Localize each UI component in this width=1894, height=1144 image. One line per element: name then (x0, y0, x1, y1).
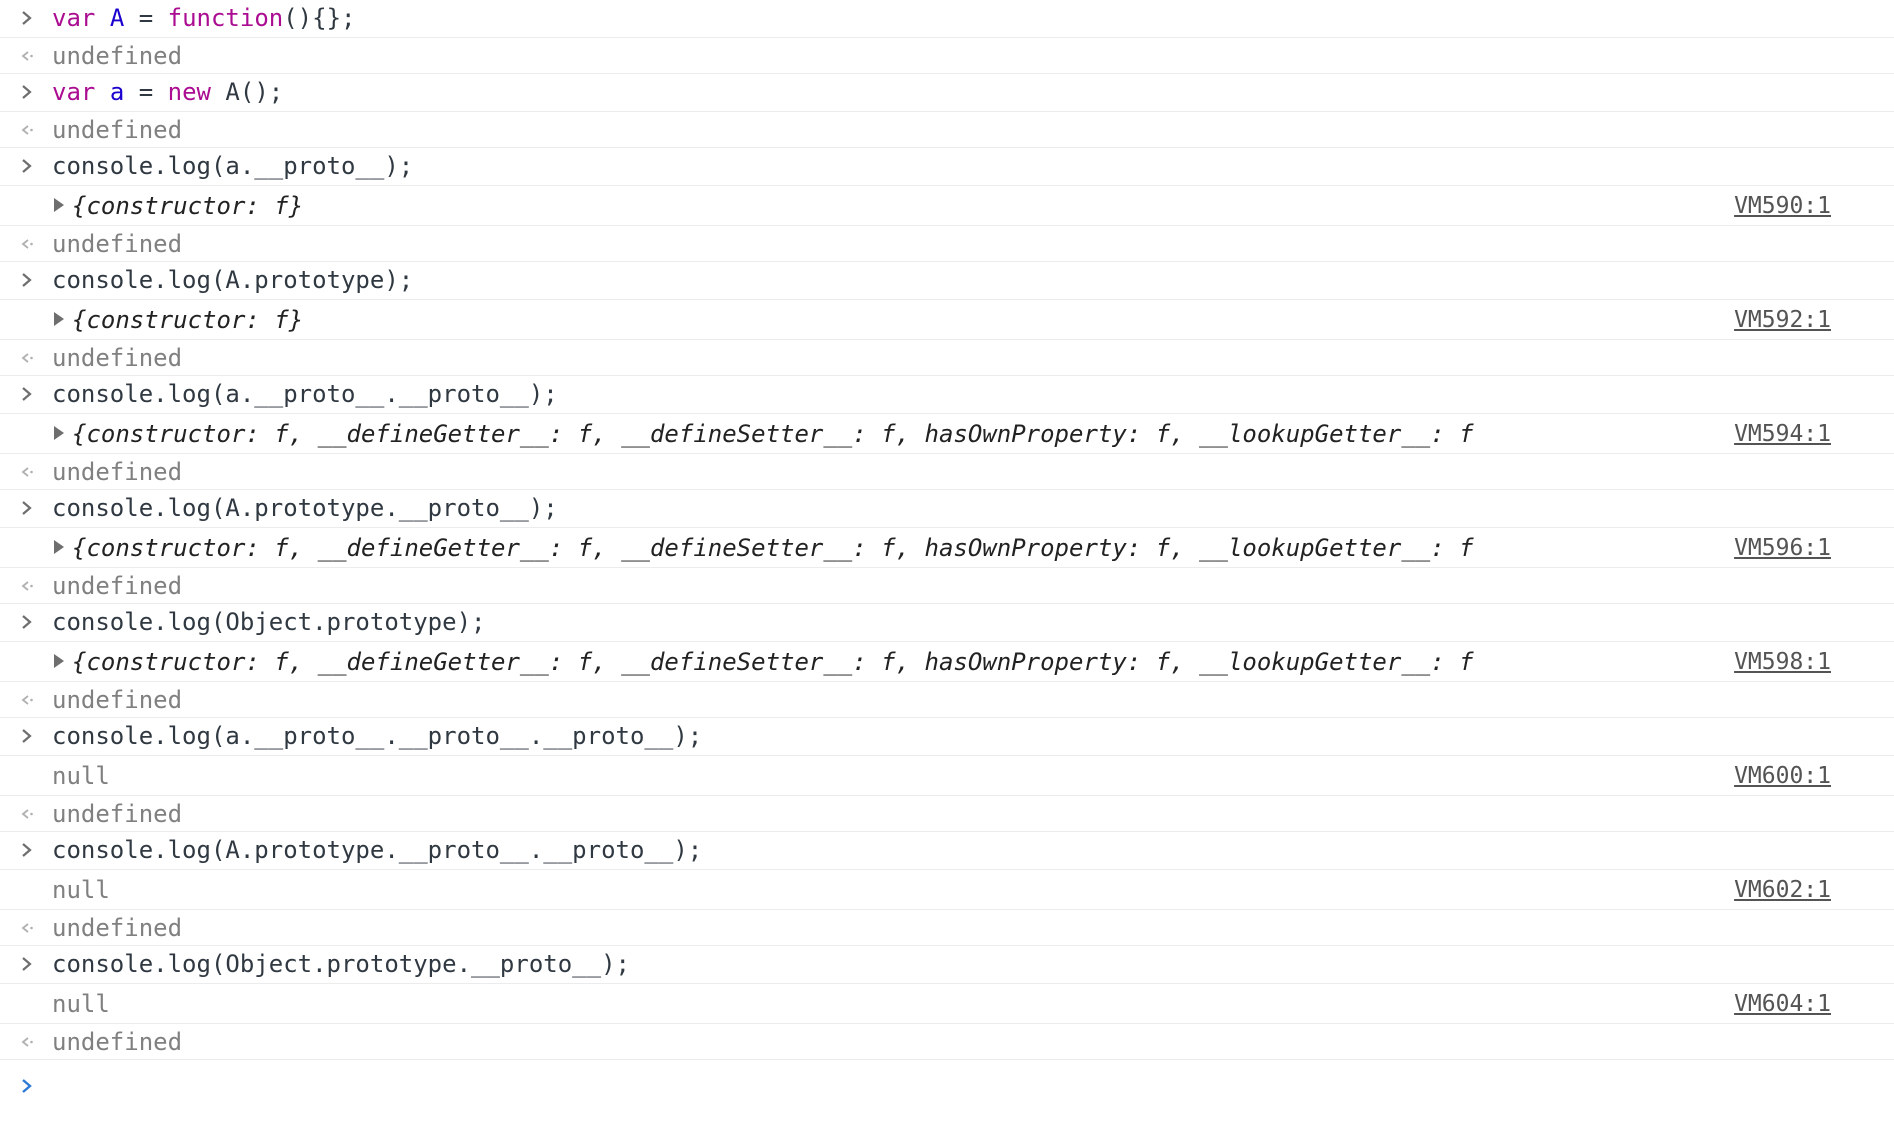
expand-triangle-icon[interactable] (54, 426, 64, 440)
object-preview-text: {constructor: f} (72, 192, 304, 220)
object-preview-text: {constructor: f, __defineGetter__: f, __… (72, 648, 1474, 676)
source-link[interactable]: VM594:1 (1734, 421, 1831, 447)
console-log-entry: {constructor: f, __defineGetter__: f, __… (0, 414, 1894, 454)
chevron-right-icon (16, 832, 38, 868)
return-arrow-icon (16, 112, 38, 148)
object-preview-text: {constructor: f, __defineGetter__: f, __… (72, 534, 1474, 562)
log-null-value: null (52, 876, 110, 904)
return-arrow-icon (16, 454, 38, 490)
expand-triangle-icon[interactable] (54, 540, 64, 554)
input-code: console.log(a.__proto__); (52, 152, 414, 180)
log-object-preview[interactable]: {constructor: f} (54, 186, 1474, 226)
console-result-entry: undefined (0, 682, 1894, 718)
console-input-entry: console.log(A.prototype.__proto__); (0, 490, 1894, 528)
console-input-entry: console.log(a.__proto__); (0, 148, 1894, 186)
log-null-value: null (52, 990, 110, 1018)
chevron-right-icon (16, 0, 38, 36)
log-null-value: null (52, 762, 110, 790)
return-arrow-icon (16, 226, 38, 262)
result-value: undefined (52, 800, 183, 828)
console-result-entry: undefined (0, 454, 1894, 490)
input-code: console.log(A.prototype); (52, 266, 414, 294)
return-arrow-icon (16, 568, 38, 604)
log-object-preview[interactable]: {constructor: f, __defineGetter__: f, __… (54, 414, 1474, 454)
return-arrow-icon (16, 796, 38, 832)
source-link[interactable]: VM600:1 (1734, 763, 1831, 789)
console-log-entry: {constructor: f, __defineGetter__: f, __… (0, 528, 1894, 568)
result-value: undefined (52, 572, 183, 600)
source-link[interactable]: VM592:1 (1734, 307, 1831, 333)
input-code: console.log(Object.prototype.__proto__); (52, 950, 630, 978)
result-value: undefined (52, 116, 183, 144)
chevron-right-icon (16, 946, 38, 982)
expand-triangle-icon[interactable] (54, 312, 64, 326)
return-arrow-icon (16, 682, 38, 718)
input-code: var a = new A(); (52, 78, 284, 106)
result-value: undefined (52, 458, 183, 486)
result-value: undefined (52, 344, 183, 372)
log-object-preview[interactable]: {constructor: f, __defineGetter__: f, __… (54, 528, 1474, 568)
console-input-entry: console.log(A.prototype); (0, 262, 1894, 300)
console-result-entry: undefined (0, 226, 1894, 262)
console-result-entry: undefined (0, 910, 1894, 946)
console-messages: var A = function(){}; undefined var a = ne… (0, 0, 1894, 1060)
result-value: undefined (52, 1028, 183, 1056)
console-result-entry: undefined (0, 38, 1894, 74)
console-input-entry: var A = function(){}; (0, 0, 1894, 38)
input-code: console.log(Object.prototype); (52, 608, 486, 636)
result-value: undefined (52, 914, 183, 942)
source-link[interactable]: VM590:1 (1734, 193, 1831, 219)
chevron-right-icon (16, 490, 38, 526)
input-code: console.log(A.prototype.__proto__.__prot… (52, 836, 703, 864)
console-prompt-row[interactable] (0, 1060, 1894, 1120)
console-result-entry: undefined (0, 1024, 1894, 1060)
console-log-entry: null VM602:1 (0, 870, 1894, 910)
object-preview-text: {constructor: f} (72, 306, 304, 334)
console-log-entry: {constructor: f, __defineGetter__: f, __… (0, 642, 1894, 682)
console-input-entry: console.log(a.__proto__.__proto__.__prot… (0, 718, 1894, 756)
console-log-entry: null VM600:1 (0, 756, 1894, 796)
input-code: var A = function(){}; (52, 4, 356, 32)
input-code: console.log(a.__proto__.__proto__.__prot… (52, 722, 703, 750)
input-code: console.log(A.prototype.__proto__); (52, 494, 558, 522)
source-link[interactable]: VM604:1 (1734, 991, 1831, 1017)
source-link[interactable]: VM598:1 (1734, 649, 1831, 675)
source-link[interactable]: VM596:1 (1734, 535, 1831, 561)
return-arrow-icon (16, 910, 38, 946)
object-preview-text: {constructor: f, __defineGetter__: f, __… (72, 420, 1474, 448)
chevron-right-icon (16, 148, 38, 184)
console-result-entry: undefined (0, 112, 1894, 148)
return-arrow-icon (16, 340, 38, 376)
console-input-entry: console.log(A.prototype.__proto__.__prot… (0, 832, 1894, 870)
log-object-preview[interactable]: {constructor: f, __defineGetter__: f, __… (54, 642, 1474, 682)
console-log-entry: null VM604:1 (0, 984, 1894, 1024)
result-value: undefined (52, 230, 183, 258)
expand-triangle-icon[interactable] (54, 198, 64, 212)
result-value: undefined (52, 42, 183, 70)
log-object-preview[interactable]: {constructor: f} (54, 300, 1474, 340)
console-input-entry: console.log(Object.prototype); (0, 604, 1894, 642)
chevron-right-icon (16, 376, 38, 412)
console-input-entry: console.log(Object.prototype.__proto__); (0, 946, 1894, 984)
chevron-right-icon (16, 604, 38, 640)
chevron-right-icon (16, 74, 38, 110)
console-result-entry: undefined (0, 796, 1894, 832)
return-arrow-icon (16, 1024, 38, 1060)
source-link[interactable]: VM602:1 (1734, 877, 1831, 903)
console-input-entry: console.log(a.__proto__.__proto__); (0, 376, 1894, 414)
console-input-entry: var a = new A(); (0, 74, 1894, 112)
console-result-entry: undefined (0, 340, 1894, 376)
prompt-chevron-icon (16, 1068, 38, 1104)
chevron-right-icon (16, 718, 38, 754)
chevron-right-icon (16, 262, 38, 298)
input-code: console.log(a.__proto__.__proto__); (52, 380, 558, 408)
console-result-entry: undefined (0, 568, 1894, 604)
return-arrow-icon (16, 38, 38, 74)
expand-triangle-icon[interactable] (54, 654, 64, 668)
console-log-entry: {constructor: f} VM590:1 (0, 186, 1894, 226)
console-log-entry: {constructor: f} VM592:1 (0, 300, 1894, 340)
result-value: undefined (52, 686, 183, 714)
